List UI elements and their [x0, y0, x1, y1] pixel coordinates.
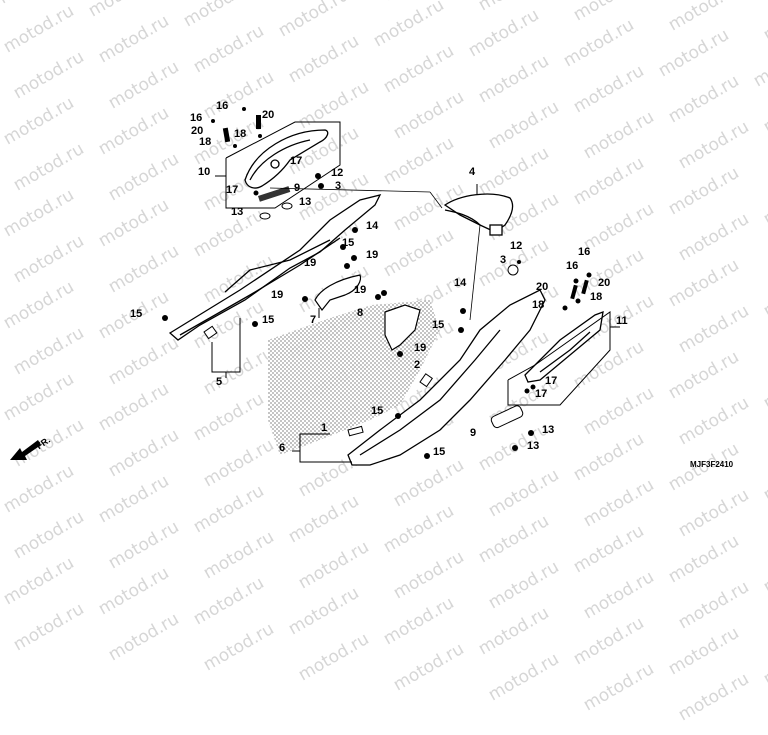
part-callout-17: 17	[545, 375, 558, 387]
part-callout-20: 20	[262, 109, 275, 121]
part-callout-14: 14	[366, 220, 379, 232]
group-bracket-11	[507, 311, 611, 406]
part-callout-18: 18	[234, 128, 247, 140]
part-callout-20: 20	[191, 125, 204, 137]
fasteners	[162, 227, 466, 459]
side-cover-left	[168, 194, 382, 341]
part-callout-2: 2	[414, 359, 421, 371]
watermark-text: motod.ru	[570, 613, 648, 670]
part-callout-3: 3	[500, 254, 507, 266]
part-callout-5: 5	[216, 376, 223, 388]
diagram-code: MJF3F2410	[690, 460, 734, 469]
bolts-upper-left	[211, 107, 262, 196]
part-callout-11: 11	[616, 315, 628, 327]
watermark-text: motod.ru	[105, 609, 183, 666]
plate-9-left	[257, 186, 291, 202]
part-callout-7: 7	[310, 314, 317, 326]
part-callout-1: 1	[321, 422, 328, 434]
watermark-text: motod.ru	[485, 649, 563, 706]
bracket-7	[314, 274, 362, 312]
part-callout-15: 15	[262, 314, 275, 326]
grab-rail-right	[524, 310, 604, 383]
part-callout-18: 18	[532, 299, 545, 311]
watermark-text: motod.ru	[580, 659, 658, 716]
part-callout-19: 19	[366, 249, 379, 261]
watermark-text: motod.ru	[675, 577, 753, 634]
watermark-text: motod.ru	[390, 639, 468, 696]
watermark-text: motod.ru	[285, 583, 363, 640]
watermark-text: motod.ru	[190, 573, 268, 630]
part-callout-15: 15	[130, 308, 143, 320]
watermark-text: motod.ru	[665, 623, 743, 680]
part-callout-15: 15	[371, 405, 384, 417]
part-callout-12: 12	[510, 240, 523, 252]
part-callout-20: 20	[598, 277, 611, 289]
part-callout-19: 19	[354, 284, 367, 296]
part-callout-17: 17	[535, 388, 548, 400]
part-callout-12: 12	[331, 167, 344, 179]
part-callout-13: 13	[231, 206, 244, 218]
part-callout-16: 16	[216, 100, 229, 112]
part-callout-17: 17	[226, 184, 239, 196]
part-callout-15: 15	[432, 319, 445, 331]
watermark-text: motod.ru	[760, 633, 768, 690]
watermark-text: motod.ru	[10, 599, 88, 656]
part-callout-3: 3	[335, 180, 342, 192]
part-callout-13: 13	[542, 424, 555, 436]
part-callout-16: 16	[190, 112, 203, 124]
part-callout-19: 19	[414, 342, 427, 354]
group-bracket-5	[211, 318, 241, 373]
watermark-text: motod.ru	[675, 669, 753, 726]
part-callout-15: 15	[433, 446, 446, 458]
watermark-text: motod.ru	[475, 603, 553, 660]
part-callout-18: 18	[199, 136, 212, 148]
front-direction-arrow	[10, 440, 41, 460]
part-callout-8: 8	[357, 307, 364, 319]
part-callout-16: 16	[578, 246, 591, 258]
bolts-upper-right	[507, 260, 592, 451]
part-callout-19: 19	[271, 289, 284, 301]
part-callout-9: 9	[470, 427, 477, 439]
watermark-text: motod.ru	[380, 593, 458, 650]
part-callout-10: 10	[198, 166, 211, 178]
part-callout-17: 17	[290, 155, 303, 167]
bracket-8	[384, 304, 421, 351]
part-callout-18: 18	[590, 291, 603, 303]
part-callout-16: 16	[566, 260, 579, 272]
watermark-text: motod.ru	[200, 619, 278, 676]
group-bracket-10	[225, 121, 341, 209]
part-callout-9: 9	[294, 182, 301, 194]
diagram-drawing	[10, 107, 620, 466]
grab-rail-left	[244, 129, 329, 189]
part-callout-4: 4	[469, 166, 476, 178]
side-cover-right	[347, 289, 546, 466]
part-callout-13: 13	[527, 440, 540, 452]
part-callout-15: 15	[342, 237, 355, 249]
watermark-text: motod.ru	[295, 629, 373, 686]
part-callout-6: 6	[279, 442, 286, 454]
part-callout-13: 13	[299, 196, 312, 208]
group-bracket-6	[299, 433, 352, 463]
part-callout-19: 19	[304, 257, 317, 269]
part-callout-14: 14	[454, 277, 467, 289]
rear-cowl	[443, 193, 514, 236]
part-callout-20: 20	[536, 281, 549, 293]
